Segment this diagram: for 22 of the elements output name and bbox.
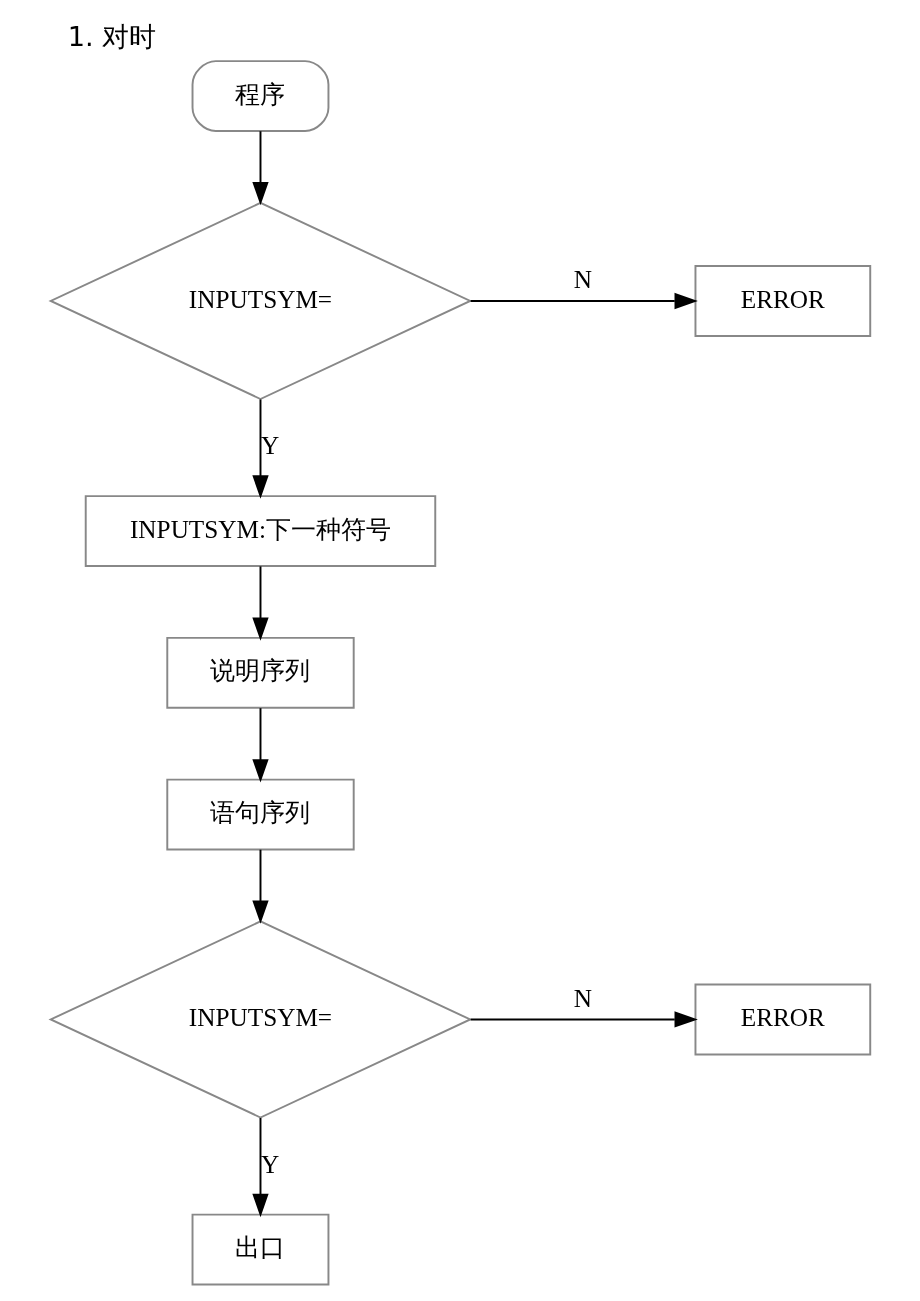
edge-label: N	[573, 266, 592, 294]
arrow	[251, 1117, 269, 1218]
arrow	[469, 292, 698, 310]
node-box: 说明序列	[165, 636, 355, 709]
arrow	[251, 565, 269, 641]
node-diamond: INPUTSYM=	[47, 920, 472, 1119]
node-box: 语句序列	[165, 778, 355, 851]
arrow	[251, 707, 269, 783]
diagram-title: 1. 对时	[67, 21, 156, 52]
edge-label: N	[573, 984, 592, 1012]
arrow	[251, 130, 269, 206]
node-box: ERROR	[694, 265, 871, 337]
arrow	[251, 848, 269, 924]
node-box: 出口	[191, 1213, 329, 1286]
edge-label: Y	[260, 432, 279, 460]
node-box: INPUTSYM:下一种符号	[84, 495, 436, 567]
arrow	[469, 1011, 698, 1028]
node-diamond: INPUTSYM=	[47, 201, 472, 401]
node-box: ERROR	[694, 983, 871, 1056]
arrow	[251, 398, 269, 499]
node-box: 程序	[191, 60, 329, 132]
edge-label: Y	[260, 1150, 279, 1178]
